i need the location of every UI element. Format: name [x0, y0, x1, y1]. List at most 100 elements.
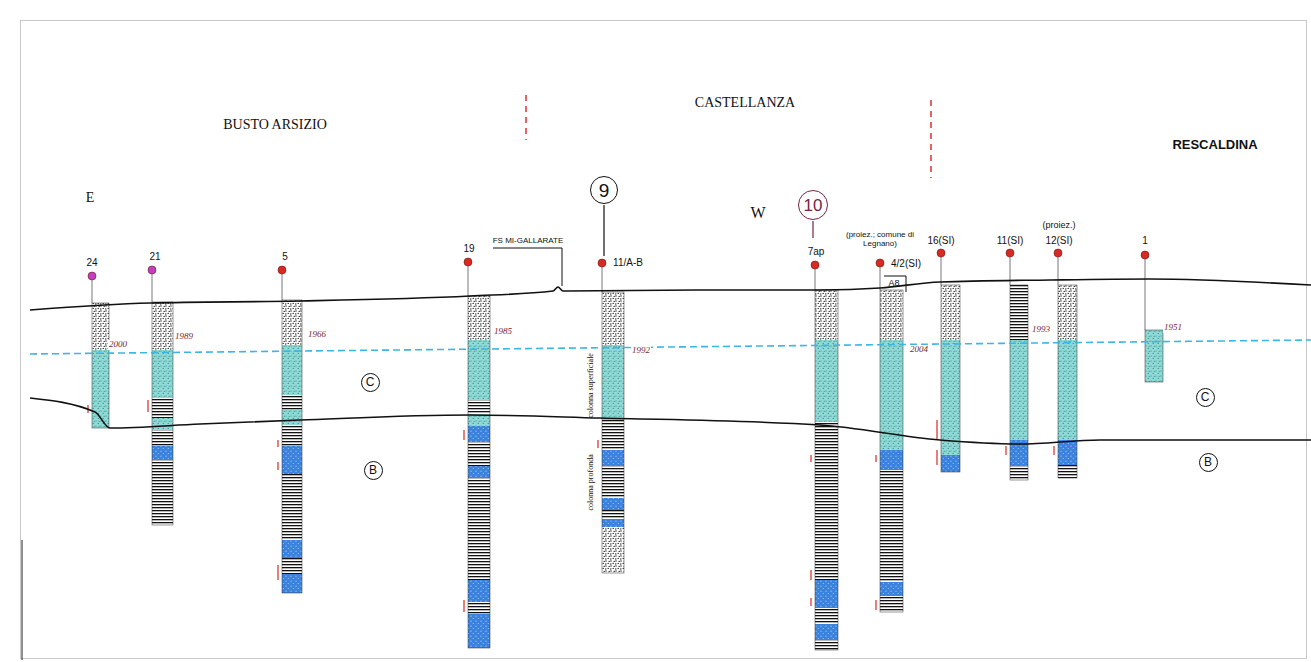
year-label: 1989	[174, 332, 194, 342]
screen-mark	[810, 598, 811, 606]
well-stem	[941, 257, 942, 285]
screen-mark	[936, 420, 937, 440]
log-segment	[602, 420, 624, 450]
log-segment	[1058, 340, 1077, 440]
a8-bracket	[884, 276, 906, 292]
screen-mark	[1053, 446, 1054, 455]
log-segment	[602, 292, 624, 345]
log-segment	[468, 466, 490, 478]
log-segment	[468, 296, 490, 340]
log-outline	[92, 303, 109, 428]
column-note: colonna profonda	[587, 454, 596, 510]
well-number: 11/A-B	[613, 257, 643, 268]
log-segment	[1010, 466, 1028, 480]
log-segment	[1058, 465, 1077, 478]
log-segment	[941, 455, 960, 472]
well-log	[278, 266, 302, 593]
log-segment	[880, 450, 903, 470]
callout-circle: 9	[590, 176, 618, 204]
town-name: CASTELLANZA	[695, 95, 795, 110]
frame	[21, 21, 1307, 659]
well-number: 24	[86, 257, 97, 268]
log-segment	[282, 300, 302, 345]
log-segment	[602, 510, 624, 519]
log-outline	[282, 300, 302, 593]
screen-mark	[1005, 446, 1006, 455]
log-outline	[1058, 285, 1077, 478]
log-segment	[815, 340, 838, 422]
log-segment	[602, 498, 624, 510]
callout-circle: 10	[798, 190, 828, 220]
log-segment	[880, 596, 903, 612]
screen-mark	[810, 570, 811, 580]
log-segment	[282, 446, 302, 474]
log-segment	[152, 398, 173, 418]
well-log	[1141, 251, 1163, 382]
log-outline	[880, 290, 903, 612]
log-segment	[468, 614, 490, 648]
log-segment	[92, 303, 109, 350]
screen-mark	[936, 450, 937, 465]
well-stem	[815, 269, 816, 290]
log-segment	[602, 527, 624, 573]
log-segment	[152, 460, 173, 525]
log-segment	[880, 582, 903, 596]
log-segment	[282, 558, 302, 574]
well-dot	[937, 249, 945, 257]
log-segment	[602, 466, 624, 498]
node-text: C	[366, 376, 375, 388]
unit-letter: B	[1199, 453, 1218, 472]
node-text: 9	[599, 181, 610, 200]
screen-mark	[810, 455, 811, 462]
well-number: 19	[463, 243, 474, 254]
frame-edge	[22, 540, 23, 660]
node-text: B	[1204, 456, 1212, 468]
well-log	[464, 258, 490, 648]
well-stem	[152, 274, 153, 302]
well-dot	[148, 266, 156, 274]
well-stem	[1058, 257, 1059, 285]
log-segment	[468, 602, 490, 614]
log-segment	[92, 350, 109, 428]
log-segment	[880, 290, 903, 340]
log-outline	[602, 292, 624, 573]
well-number: 5	[282, 251, 288, 262]
log-segment	[815, 640, 838, 650]
year-label: 2004	[909, 345, 929, 355]
well-number: 16(SI)	[927, 235, 954, 246]
well-number: 12(SI)	[1045, 235, 1072, 246]
well-stem	[92, 280, 93, 303]
log-segment	[1010, 285, 1028, 340]
year-label: 1993	[1031, 325, 1051, 335]
unit-letter: C	[1196, 388, 1215, 407]
log-segment	[152, 430, 173, 446]
year-label: 1992	[631, 346, 651, 356]
log-outline	[941, 285, 960, 472]
column-note: colonna superficiale	[587, 353, 596, 418]
log-segment	[815, 422, 838, 580]
town-name: RESCALDINA	[1172, 138, 1257, 152]
well-dot	[1006, 249, 1014, 257]
well-dot	[88, 272, 96, 280]
well-number: 4/2(SI)	[891, 258, 921, 269]
log-segment	[602, 345, 624, 420]
year-label: 2000	[108, 340, 128, 350]
screen-mark	[277, 565, 278, 580]
direction-label: W	[750, 204, 765, 222]
log-segment	[152, 302, 173, 350]
log-segment	[941, 285, 960, 340]
well-dot	[1054, 249, 1062, 257]
well-dot	[1141, 251, 1149, 259]
well-dot	[278, 266, 286, 274]
log-segment	[468, 478, 490, 580]
screen-mark	[875, 455, 876, 462]
log-segment	[602, 519, 624, 527]
boundary-mark	[930, 100, 932, 178]
log-segment	[1058, 285, 1077, 340]
well-log	[88, 272, 109, 428]
well-log	[598, 259, 624, 573]
log-segment	[282, 574, 302, 593]
log-segment	[282, 395, 302, 410]
screen-mark	[463, 600, 464, 612]
